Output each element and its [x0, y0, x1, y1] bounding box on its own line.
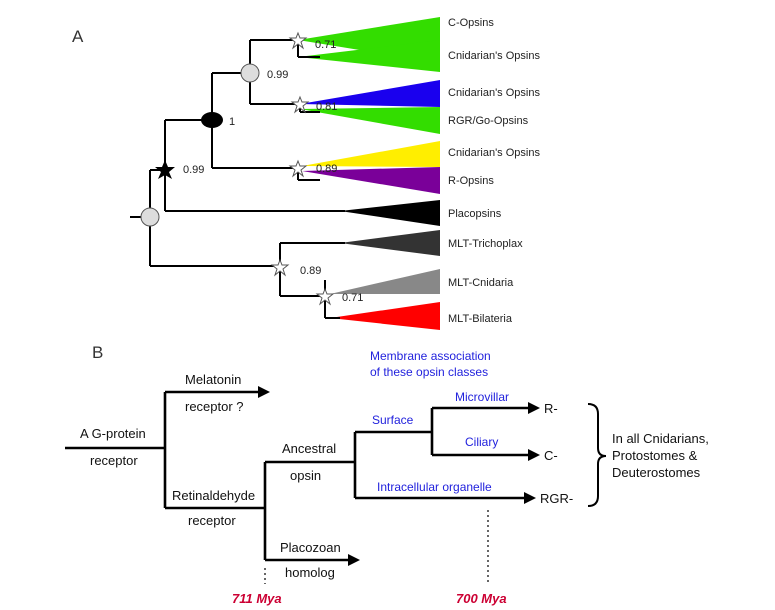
- evolution-diagram-lines: [65, 386, 607, 584]
- clade-label: C-Opsins: [448, 17, 494, 29]
- clade-triangle-mlt-bilateria: [330, 302, 440, 330]
- black-node: [201, 112, 223, 128]
- panel-b-label: B: [92, 343, 103, 362]
- retinaldehyde-label: receptor: [188, 513, 236, 528]
- arrow-head-icon: [528, 449, 540, 461]
- endpoint-r: R-: [544, 401, 558, 416]
- note-line: Protostomes &: [612, 448, 698, 463]
- clade-label: Cnidarian's Opsins: [448, 147, 540, 159]
- clade-triangle-cnidarian-1: [298, 40, 440, 72]
- support-value: 1: [229, 116, 235, 128]
- ancestral-opsin-label: opsin: [290, 468, 321, 483]
- support-value: 0.99: [183, 164, 204, 176]
- arrow-head-icon: [258, 386, 270, 398]
- support-value: 0.99: [267, 69, 288, 81]
- membrane-heading: Membrane association: [370, 349, 491, 363]
- retinaldehyde-label: Retinaldehyde: [172, 488, 255, 503]
- clade-label: MLT-Cnidaria: [448, 277, 514, 289]
- clade-label: Placopsins: [448, 208, 502, 220]
- microvillar-label: Microvillar: [455, 390, 509, 404]
- placozoan-label: Placozoan: [280, 540, 341, 555]
- black-star-node-icon: [155, 160, 175, 179]
- clade-triangle-rgr-go: [300, 107, 440, 134]
- membrane-heading: of these opsin classes: [370, 365, 488, 379]
- gprotein-label: A G-protein: [80, 426, 146, 441]
- ancestral-opsin-label: Ancestral: [282, 441, 336, 456]
- support-value: 0.71: [315, 39, 336, 51]
- clade-triangle-placopsins: [340, 200, 440, 226]
- support-value: 0.89: [316, 163, 337, 175]
- clade-label: MLT-Trichoplax: [448, 238, 523, 250]
- clade-triangle-cnidarian-2: [300, 80, 440, 107]
- clade-triangles: [298, 17, 440, 330]
- endpoint-c: C-: [544, 448, 558, 463]
- intracellular-label: Intracellular organelle: [377, 480, 492, 494]
- clade-label: Cnidarian's Opsins: [448, 87, 540, 99]
- surface-label: Surface: [372, 413, 414, 427]
- arrow-head-icon: [524, 492, 536, 504]
- clade-triangle-mlt-cnidaria: [330, 269, 440, 294]
- clade-label: RGR/Go-Opsins: [448, 115, 529, 127]
- clade-label: Cnidarian's Opsins: [448, 50, 540, 62]
- upper-node-circle: [240, 63, 260, 83]
- melatonin-label: Melatonin: [185, 372, 241, 387]
- clade-labels: C-Opsins Cnidarian's Opsins Cnidarian's …: [448, 17, 540, 325]
- note-line: In all Cnidarians,: [612, 431, 709, 446]
- node-markers: [140, 31, 335, 306]
- arrow-head-icon: [348, 554, 360, 566]
- placozoan-label: homolog: [285, 565, 335, 580]
- support-value: 0.71: [342, 292, 363, 304]
- clade-triangle-r-opsins: [302, 167, 440, 194]
- star-node-mlt-icon: [270, 258, 290, 277]
- ciliary-label: Ciliary: [465, 435, 498, 449]
- star-node-r-opsin-icon: [288, 159, 308, 178]
- star-node-c-opsin-icon: [288, 31, 308, 50]
- support-value: 0.81: [316, 101, 337, 113]
- note-line: Deuterostomes: [612, 465, 701, 480]
- panel-a-label: A: [72, 27, 84, 46]
- support-value: 0.89: [300, 265, 321, 277]
- star-node-rgr-icon: [290, 95, 310, 114]
- clade-label: MLT-Bilateria: [448, 313, 513, 325]
- endpoint-rgr: RGR-: [540, 491, 573, 506]
- time-label-700: 700 Mya: [456, 591, 507, 606]
- arrow-head-icon: [528, 402, 540, 414]
- time-label-711: 711 Mya: [232, 591, 282, 606]
- clade-label: R-Opsins: [448, 175, 494, 187]
- clade-triangle-cnidarian-3: [302, 141, 440, 167]
- melatonin-label: receptor ?: [185, 399, 244, 414]
- gprotein-label: receptor: [90, 453, 138, 468]
- root-node-circle: [140, 207, 160, 227]
- star-node-mlt-bilateria-icon: [315, 287, 335, 306]
- clade-triangle-mlt-trichoplax: [340, 230, 440, 256]
